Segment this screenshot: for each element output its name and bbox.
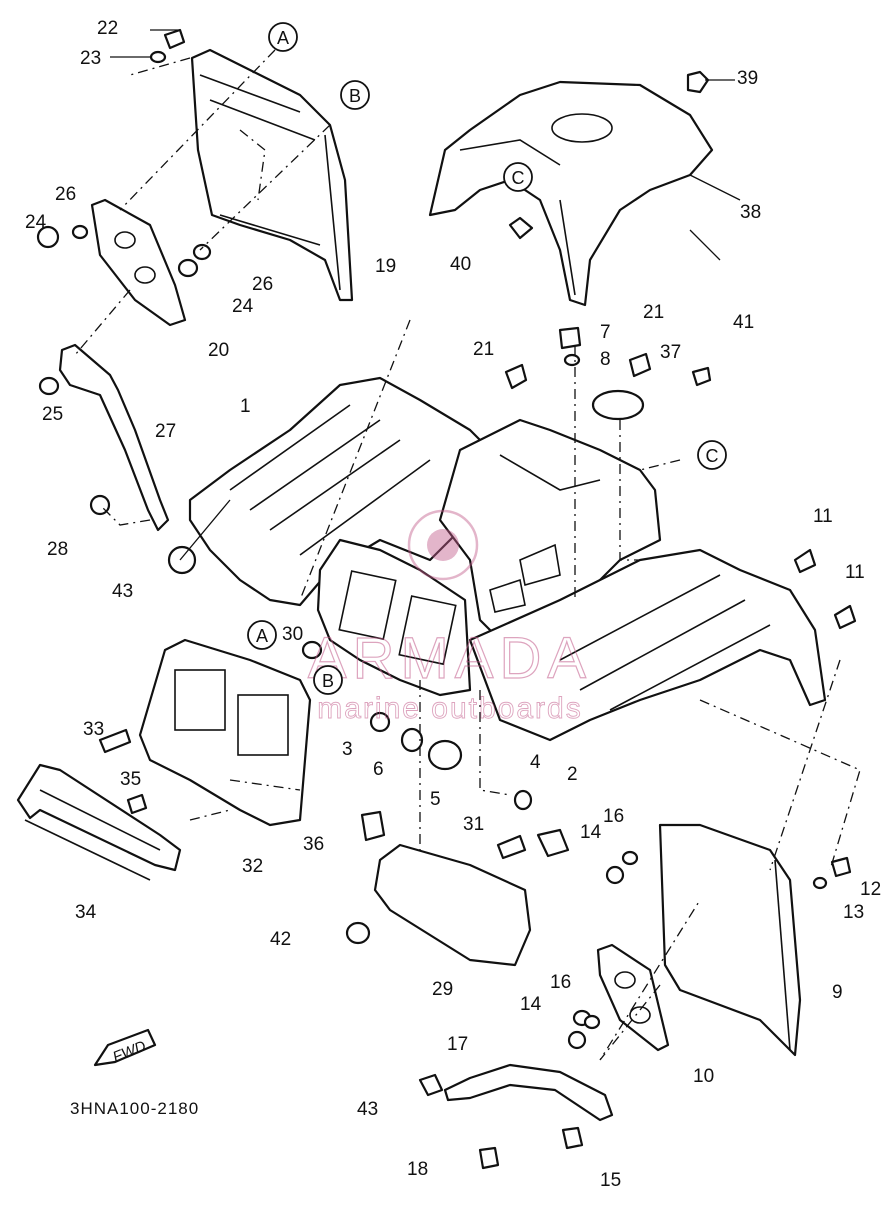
ref-mark-c-top: C: [503, 162, 533, 192]
svg-text:A: A: [256, 626, 268, 646]
svg-text:A: A: [277, 28, 289, 48]
callout-10: 10: [693, 1066, 714, 1087]
fasteners-left: [36, 28, 212, 575]
callout-5: 5: [430, 789, 441, 810]
callout-33: 33: [83, 719, 104, 740]
callout-7: 7: [600, 322, 611, 343]
callout-3: 3: [342, 739, 353, 760]
callout-38: 38: [740, 202, 761, 223]
callout-42: 42: [270, 929, 291, 950]
callout-29: 29: [432, 979, 453, 1000]
callout-25: 25: [42, 404, 63, 425]
reference-marks: A A B B C C: [247, 22, 727, 695]
callout-43-right: 43: [357, 1099, 378, 1120]
ref-mark-a-bottom: A: [247, 620, 277, 650]
part-20-bracket-plate: [90, 198, 187, 327]
callout-27: 27: [155, 421, 176, 442]
callout-26-left: 26: [55, 184, 76, 205]
part-30-headlight-housing: [316, 538, 472, 697]
part-29-under-cover: [373, 843, 532, 967]
callout-22: 22: [97, 18, 118, 39]
watermark-tagline: marine outboards: [317, 692, 582, 725]
callout-36: 36: [303, 834, 324, 855]
callout-24-left: 24: [25, 212, 47, 233]
part-10-rear-bracket-plate: [596, 943, 670, 1052]
callout-28: 28: [47, 539, 68, 560]
part-32-front-grille: [138, 638, 312, 827]
callout-16-upper: 16: [603, 806, 624, 827]
callout-24-right: 24: [232, 296, 254, 317]
callout-23: 23: [80, 48, 101, 69]
callout-16-lower: 16: [550, 972, 571, 993]
callout-21-left: 21: [473, 339, 494, 360]
drawing-code: 3HNA100-2180: [70, 1099, 199, 1118]
callout-6: 6: [373, 759, 384, 780]
fasteners-misc: [98, 70, 857, 1170]
forward-direction-arrow: FWD: [93, 1028, 157, 1066]
part-19-rear-fender-panel: [190, 48, 354, 302]
part-34-front-bumper: [16, 763, 182, 881]
part-9-rear-side-panel: [658, 823, 802, 1057]
callout-11-upper: 11: [813, 506, 833, 527]
part-1-front-fender: [188, 376, 492, 607]
callout-17: 17: [447, 1034, 468, 1055]
callout-41: 41: [733, 312, 754, 333]
callout-11-lower: 11: [845, 562, 865, 583]
callout-21-right: 21: [643, 302, 664, 323]
callout-30: 30: [282, 624, 303, 645]
callout-numbers: 1 2 3 4 5 6 7 8 9 10 11 11 12 13 14 14 1…: [25, 18, 881, 1191]
callout-37: 37: [660, 342, 681, 363]
callout-12: 12: [860, 879, 881, 900]
watermark-brand: ARMADA: [308, 626, 592, 691]
callout-14-lower: 14: [520, 994, 542, 1015]
part-38-rear-cover: [428, 80, 714, 307]
callout-20: 20: [208, 340, 229, 361]
callout-13: 13: [843, 902, 864, 923]
callout-18: 18: [407, 1159, 428, 1180]
callout-8: 8: [600, 349, 611, 370]
leader-lines: [74, 29, 861, 1061]
callout-32: 32: [242, 856, 263, 877]
ref-mark-c-bottom: C: [697, 440, 727, 470]
svg-text:B: B: [349, 86, 361, 106]
svg-text:C: C: [706, 446, 719, 466]
callout-26-right: 26: [252, 274, 273, 295]
callout-43-left: 43: [112, 581, 133, 602]
callout-4: 4: [530, 752, 541, 773]
callout-2: 2: [567, 764, 578, 785]
callout-31: 31: [463, 814, 484, 835]
callout-35: 35: [120, 769, 141, 790]
part-rear-fender: [468, 548, 827, 742]
callout-15: 15: [600, 1170, 621, 1191]
svg-text:B: B: [322, 671, 334, 691]
ref-mark-b-top: B: [340, 80, 370, 110]
ref-mark-b-bottom: B: [313, 665, 343, 695]
watermark: ARMADA marine outboards: [307, 509, 592, 725]
callout-40: 40: [450, 254, 471, 275]
callout-19: 19: [375, 256, 396, 277]
callout-14-upper: 14: [580, 822, 602, 843]
callout-39: 39: [737, 68, 758, 89]
svg-text:C: C: [512, 168, 525, 188]
ref-mark-a-top: A: [268, 22, 298, 52]
callout-9: 9: [832, 982, 843, 1003]
callout-34: 34: [75, 902, 97, 923]
part-17-rear-stay: [443, 1063, 614, 1122]
callout-1: 1: [240, 396, 251, 417]
part-27-stay: [58, 343, 170, 532]
